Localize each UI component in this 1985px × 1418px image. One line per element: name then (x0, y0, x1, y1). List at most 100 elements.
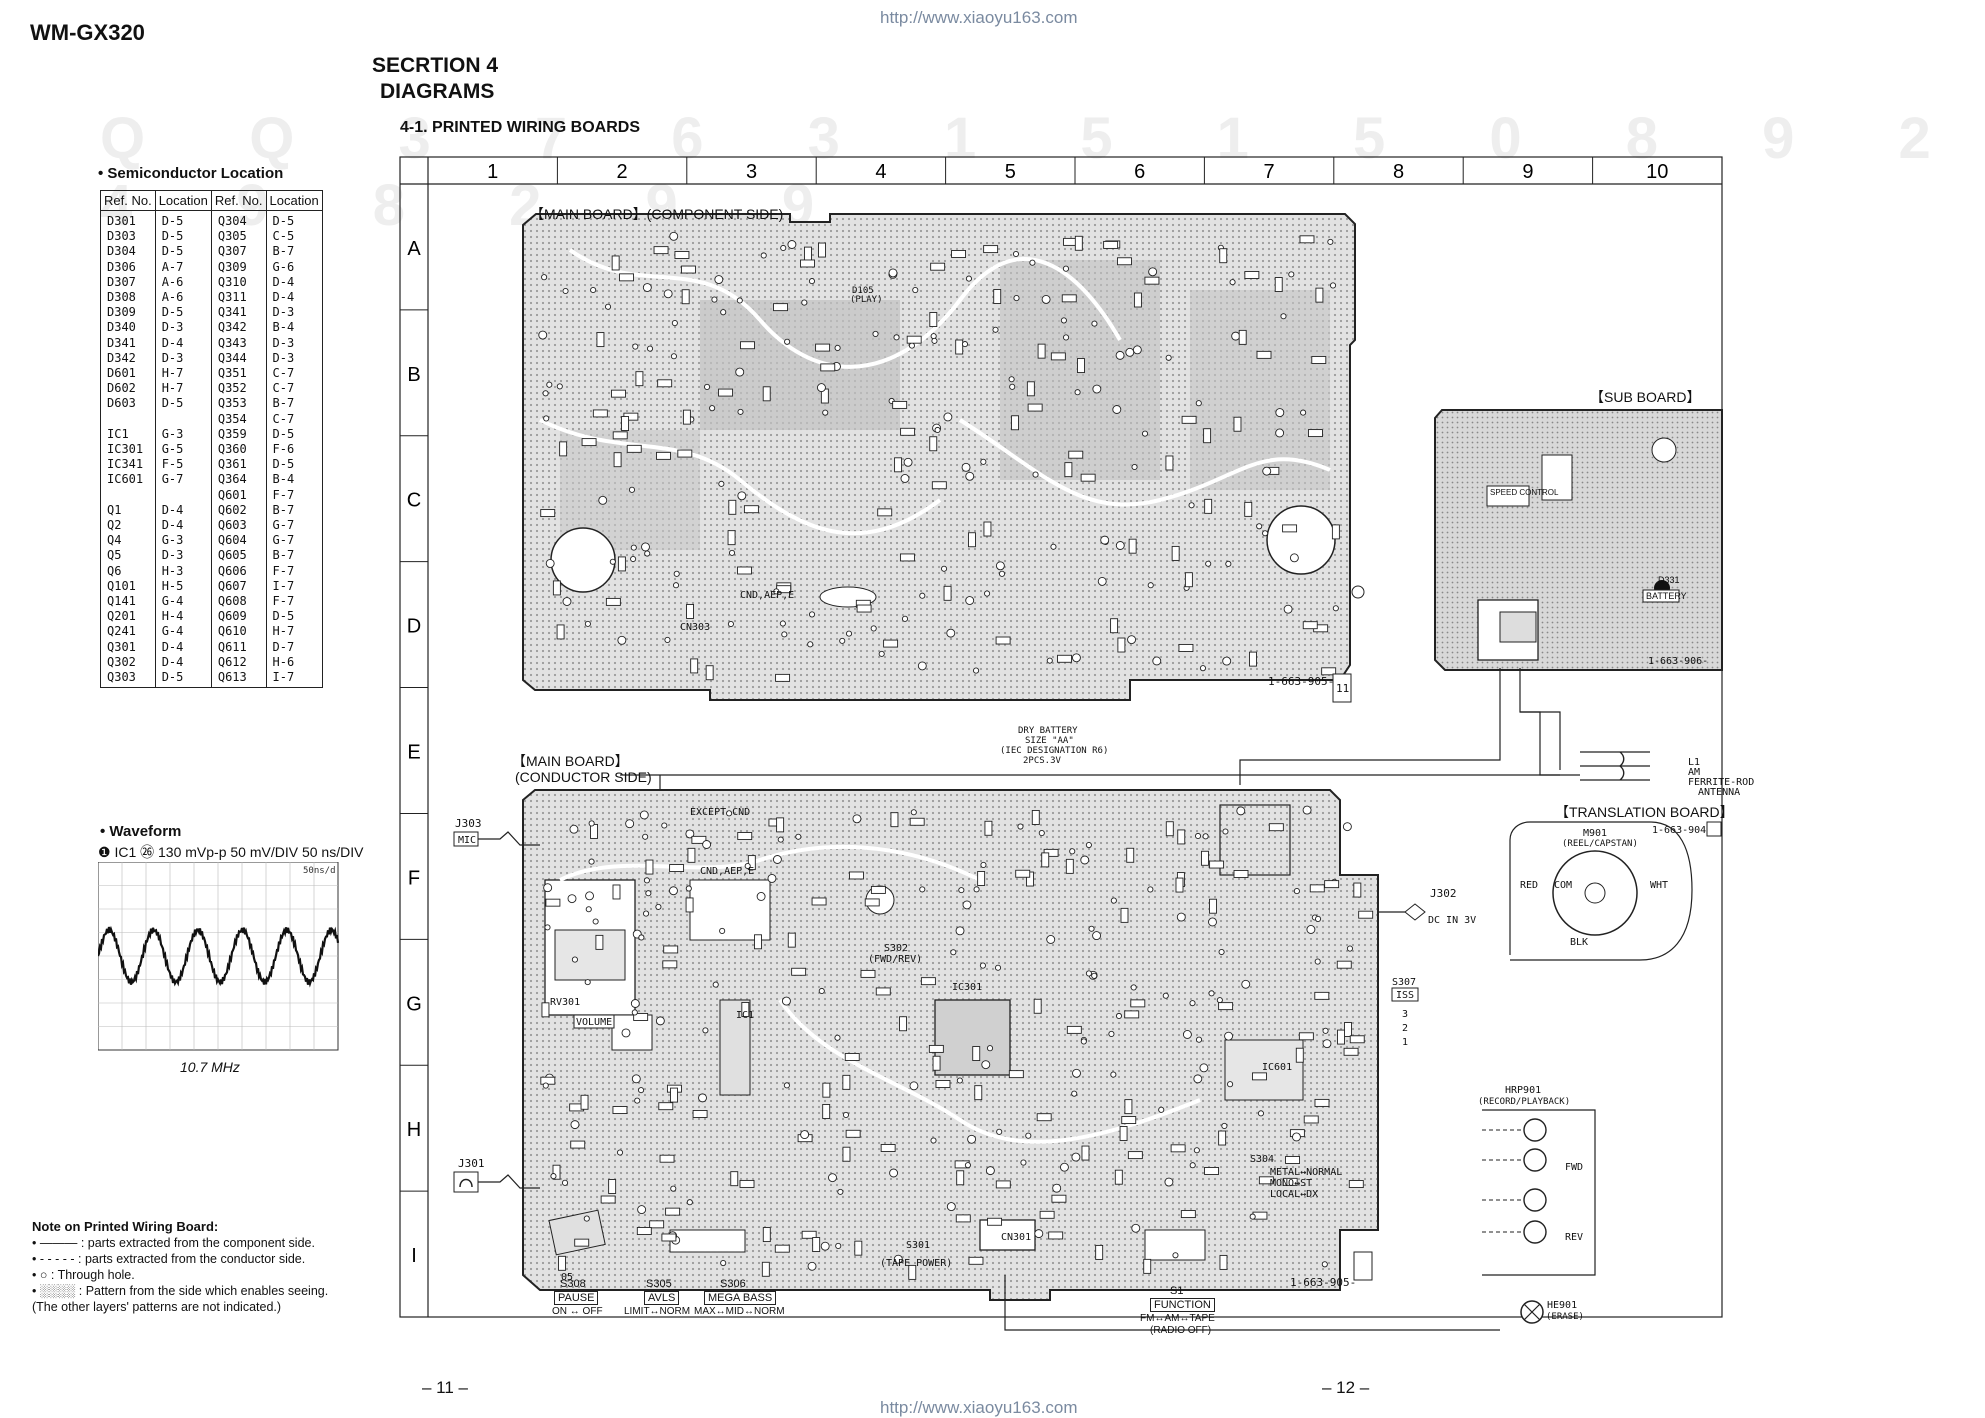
reel-label: (REEL/CAPSTAN) (1562, 839, 1638, 849)
table-cell: D-5 (265, 426, 323, 443)
semiconductor-location-title: • Semiconductor Location (98, 165, 284, 182)
table-cell: Q4 (100, 533, 156, 549)
waveform-frequency: 10.7 MHz (180, 1059, 240, 1075)
page-number-left: – 11 – (422, 1378, 469, 1397)
table-cell: B-7 (265, 244, 323, 260)
cnd-aep-label: CND,AEP,E (740, 590, 794, 601)
table-cell: Q201 (100, 609, 156, 625)
j302-label: J302 (1430, 887, 1457, 900)
table-cell: Q611 (210, 639, 267, 655)
source-url-top[interactable]: http://www.xiaoyu163.com (880, 8, 1078, 27)
d331-label: D331 (1658, 575, 1680, 585)
main-board-component-side (522, 213, 1356, 701)
table-cell: D-5 (154, 305, 212, 321)
table-cell: D-5 (265, 609, 323, 625)
table-cell: H-7 (154, 366, 212, 382)
table-cell: Q613 (210, 670, 267, 689)
grid-frame (399, 156, 1723, 1318)
table-cell: D-4 (265, 290, 323, 306)
s308-label: S308 (560, 1278, 586, 1290)
table-cell: Q353 (210, 396, 267, 412)
table-cell (154, 487, 212, 503)
head-coil-icon (1523, 1220, 1547, 1244)
function-label: FUNCTION (1150, 1298, 1215, 1312)
table-cell: D-4 (154, 335, 212, 351)
cn301-label: CN301 (1001, 1232, 1031, 1243)
s305-label: S305 (646, 1278, 672, 1290)
table-cell: IC1 (100, 426, 156, 443)
table-cell: D-5 (265, 210, 323, 230)
table-cell: B-4 (265, 472, 323, 488)
dc-in-label: DC IN 3V (1428, 915, 1476, 926)
table-cell: H-4 (154, 609, 212, 625)
com-label: COM (1554, 880, 1572, 891)
table-cell: Q342 (210, 320, 267, 336)
table-cell: Q141 (100, 594, 156, 610)
m901-label: M901 (1583, 828, 1607, 839)
section-title: SECRTION 4 (372, 54, 499, 77)
battery-label: BATTERY (1646, 591, 1687, 601)
iss-label: ISS (1396, 990, 1414, 1001)
grid-row-label: B (407, 364, 420, 386)
table-cell: D601 (100, 366, 156, 382)
table-cell: Q605 (210, 548, 267, 564)
table-cell: G-4 (154, 594, 212, 610)
table-cell: Q101 (100, 578, 156, 595)
s307-label: S307 (1392, 977, 1416, 988)
mega-bass-label: MEGA BASS (704, 1291, 777, 1305)
table-cell: A-6 (154, 290, 212, 306)
rev-label: REV (1565, 1232, 1583, 1243)
table-cell: Q608 (210, 594, 267, 610)
table-cell: Q301 (100, 639, 156, 655)
table-cell: Q341 (210, 305, 267, 321)
grid-row-label: G (406, 993, 422, 1015)
wht-label: WHT (1650, 880, 1668, 891)
table-cell: D308 (100, 290, 156, 306)
d105-label: D105 (852, 286, 874, 296)
table-cell (154, 411, 212, 427)
source-url-bottom[interactable]: http://www.xiaoyu163.com (880, 1398, 1078, 1417)
table-cell: D341 (100, 335, 156, 351)
waveform-title: • Waveform (100, 823, 182, 840)
j301-label: J301 (458, 1157, 485, 1170)
table-header: Location (154, 190, 212, 211)
table-cell: F-7 (265, 563, 323, 579)
table-cell: D342 (100, 350, 156, 367)
table-cell: Q307 (210, 244, 267, 260)
mic-label: MIC (458, 835, 476, 846)
table-cell: Q359 (210, 426, 267, 443)
note-title: Note on Printed Wiring Board: (32, 1219, 219, 1234)
table-cell: Q609 (210, 609, 267, 625)
main-board-conductor-label: 【MAIN BOARD】 (512, 753, 629, 769)
table-cell: G-3 (154, 426, 212, 443)
grid-row-label: H (407, 1119, 421, 1141)
table-cell: Q606 (210, 563, 267, 579)
s1-label: S1 (1170, 1285, 1184, 1297)
table-cell: Q612 (210, 654, 267, 671)
grid-row-label: C (407, 490, 421, 512)
table-cell: Q344 (210, 350, 267, 367)
erase-label: (ERASE) (1546, 1312, 1584, 1322)
table-cell: H-7 (265, 624, 323, 640)
table-cell: Q310 (210, 274, 267, 291)
table-cell: D-3 (154, 320, 212, 336)
pcs-label: 2PCS.3V (1023, 756, 1062, 766)
size-aa-label: SIZE "AA" (1025, 736, 1074, 746)
page-number-right: – 12 – (1322, 1378, 1370, 1397)
table-cell: B-7 (265, 502, 323, 519)
table-cell: D-4 (154, 654, 212, 671)
table-cell: G-3 (154, 533, 212, 549)
table-cell: D603 (100, 396, 156, 412)
